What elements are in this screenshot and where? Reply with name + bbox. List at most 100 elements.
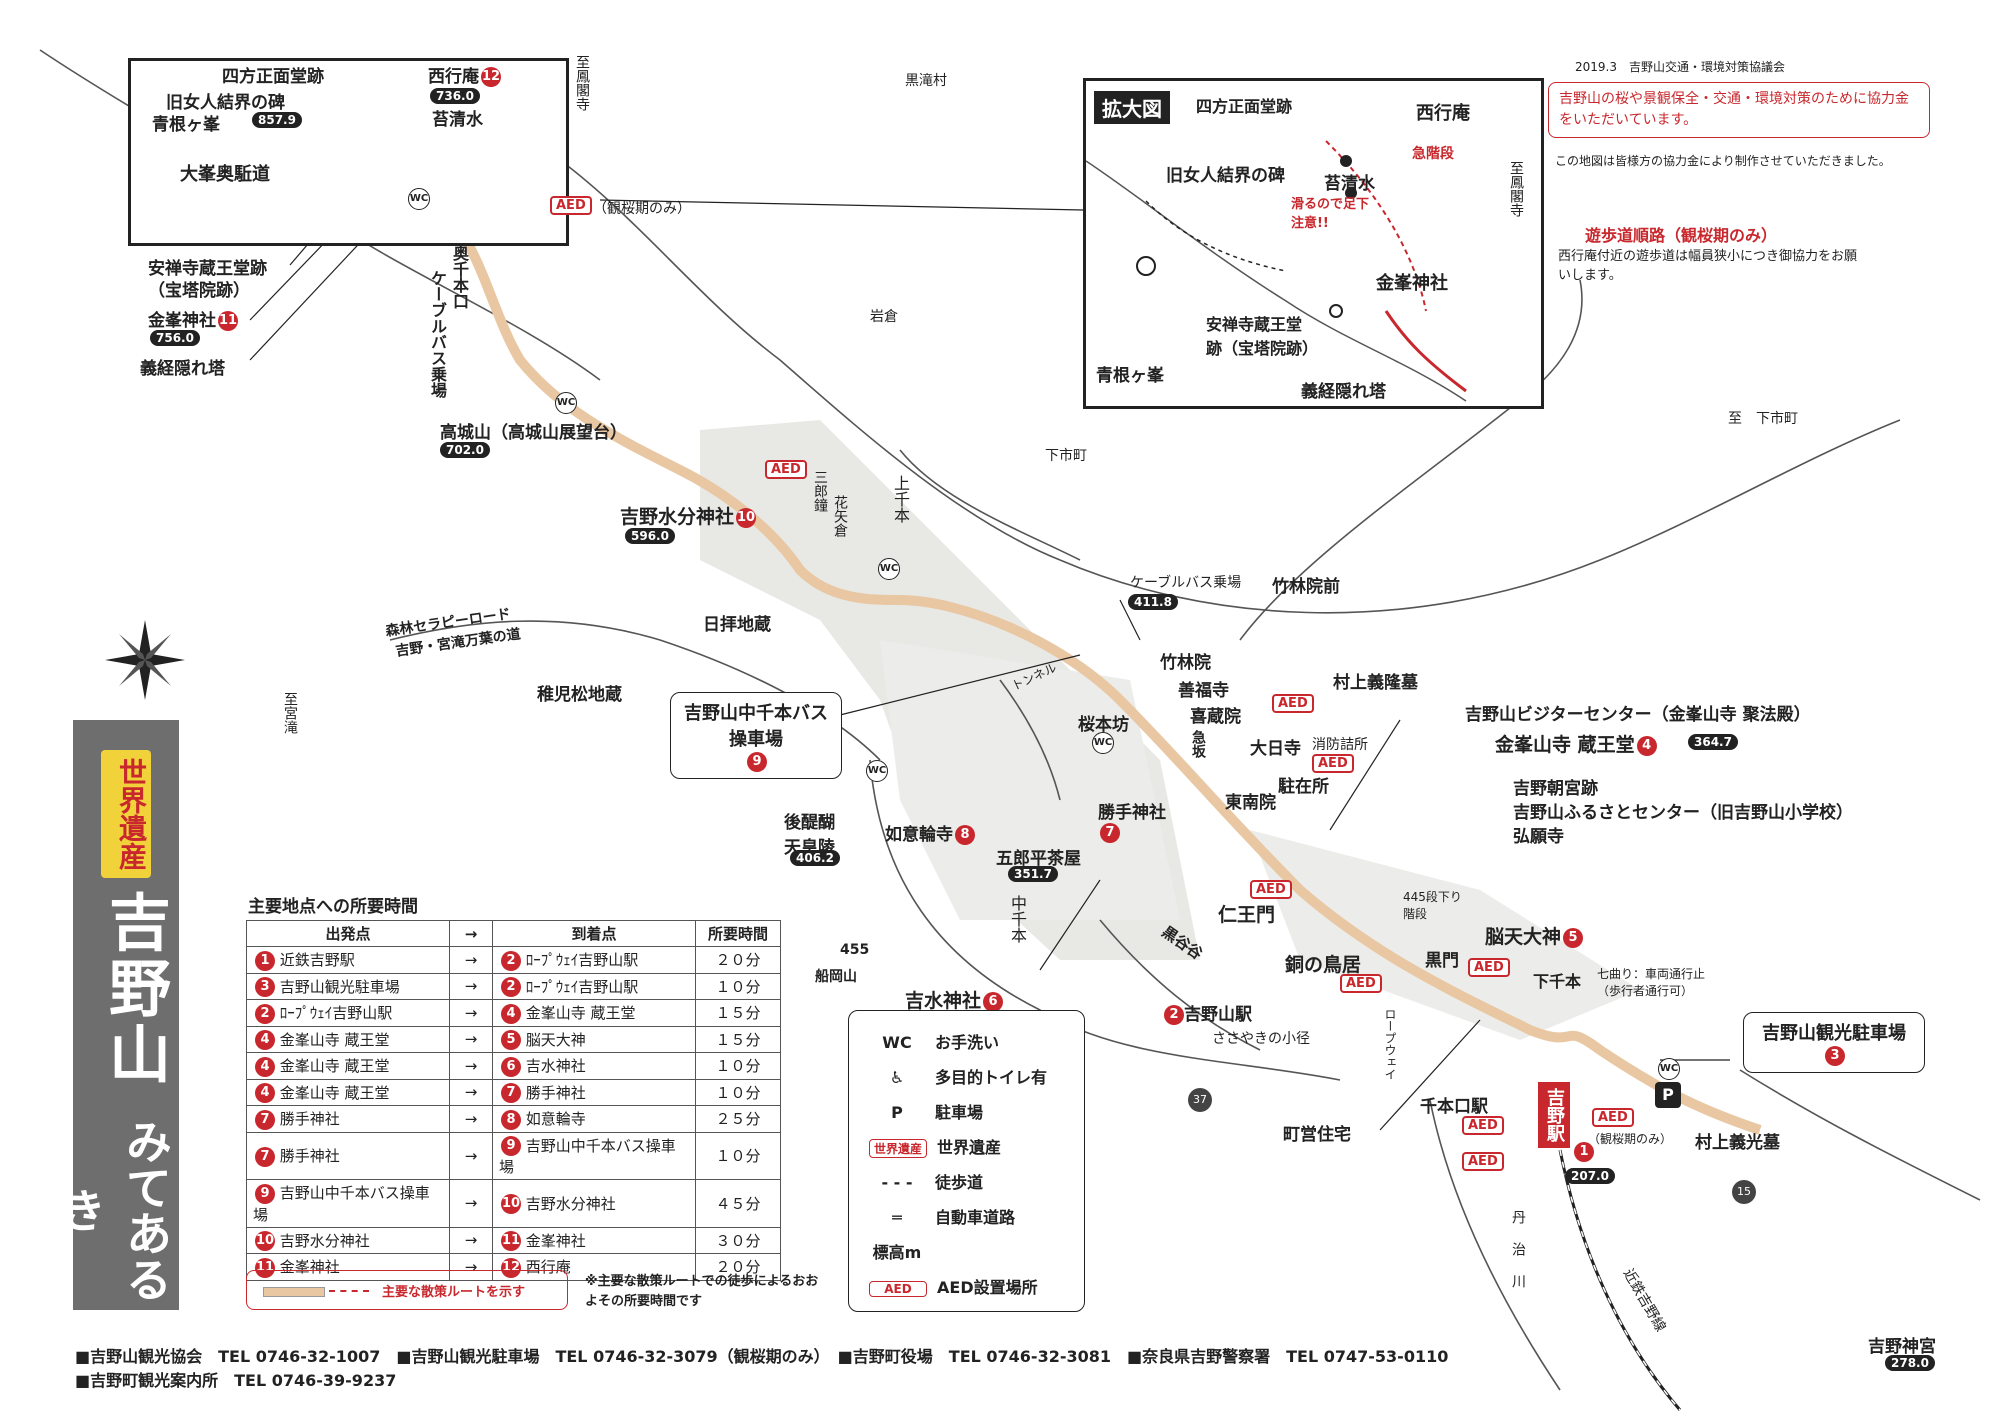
wc-nyoirin: WC bbox=[866, 760, 888, 782]
credit-line: この地図は皆様方の協力金により制作させていただきました。 bbox=[1555, 154, 1891, 168]
legend-item: - - -徒歩道 bbox=[869, 1169, 983, 1193]
label-senbonguchi: 千本口駅 bbox=[1420, 1097, 1488, 1117]
label-shobo: 消防詰所 bbox=[1312, 737, 1368, 753]
route-legend-label: 主要な散策ルートを示す bbox=[382, 1285, 526, 1300]
legend-label: 駐車場 bbox=[935, 1103, 984, 1122]
label-gugan: 弘願寺 bbox=[1513, 827, 1564, 847]
route-note-title: 遊歩道順路（観桜期のみ） bbox=[1585, 226, 1778, 245]
label-furusato: 吉野山ふるさとセンター（旧吉野山小学校） bbox=[1513, 803, 1853, 823]
cell-from: 10 吉野水分神社 bbox=[246, 1226, 450, 1254]
cell-to: 4 金峯山寺 蔵王堂 bbox=[492, 999, 696, 1027]
label-anzenji: 安禅寺蔵王堂跡 bbox=[148, 259, 267, 279]
label-chikurin-mae: 竹林院前 bbox=[1272, 577, 1340, 597]
label-sakuramoto: 桜本坊 bbox=[1078, 715, 1129, 735]
cell-time: １０分 bbox=[695, 1078, 781, 1106]
inset-map bbox=[1086, 140, 1467, 402]
cell-arrow: → bbox=[449, 972, 493, 1000]
label-cable-stop2: ケーブルバス乗場 bbox=[1130, 575, 1242, 591]
inset-label-nyonin: 旧女人結界の碑 bbox=[1166, 166, 1285, 186]
label-murakami-yoshitaka: 村上義隆墓 bbox=[1333, 673, 1418, 693]
route-note-body: 西行庵付近の遊歩道は幅員狭小につき御協力をお願いします。 bbox=[1558, 249, 1858, 283]
label-to-houkaku: 至鳳閣寺 bbox=[574, 55, 590, 111]
legend-label: お手洗い bbox=[935, 1033, 1000, 1052]
publisher-line: 2019.3 吉野山交通・環境対策協議会 bbox=[1575, 60, 1785, 74]
label-takagi: 高城山（高城山展望台） bbox=[440, 423, 627, 443]
cell-from: 11 金峯神社 bbox=[246, 1253, 450, 1281]
cell-from: 2 ﾛｰﾌﾟｳｪｲ吉野山駅 bbox=[246, 999, 450, 1027]
okusenbon-box bbox=[128, 58, 569, 246]
aed-parking-note: （観桜期のみ） bbox=[1588, 1132, 1673, 1146]
legend-item: ♿多目的トイレ有 bbox=[869, 1064, 1047, 1088]
th-arrow: → bbox=[449, 920, 493, 947]
compass-rose bbox=[105, 620, 185, 700]
cell-arrow: → bbox=[449, 1052, 493, 1080]
route-legend: 主要な散策ルートを示す bbox=[246, 1270, 568, 1310]
label-chozai: 駐在所 bbox=[1278, 777, 1329, 797]
label-aone: 青根ヶ峯 bbox=[152, 115, 220, 135]
cell-from: 4 金峯山寺 蔵王堂 bbox=[246, 1025, 450, 1053]
inset-label-shiho: 四方正面堂跡 bbox=[1196, 97, 1293, 116]
inset-label-kinpu: 金峯神社 bbox=[1376, 273, 1448, 294]
aed-okusenbon-note: （観桜期のみ） bbox=[593, 201, 691, 217]
aed-niomon: AED bbox=[1250, 880, 1292, 899]
label-ropeway: ロープウェイ bbox=[1383, 1008, 1397, 1080]
label-kyuzaka: 急坂 bbox=[1190, 730, 1206, 758]
route-15-sign: 15 bbox=[1732, 1180, 1756, 1204]
cell-to: 12 西行庵 bbox=[492, 1253, 696, 1281]
footer-line-1: ■吉野山観光協会 TEL 0746-32-1007 ■吉野山観光駐車場 TEL … bbox=[75, 1347, 1449, 1366]
label-chigomatsu: 稚児松地蔵 bbox=[537, 685, 622, 705]
inset-label-aone: 青根ヶ峯 bbox=[1096, 366, 1164, 386]
legend-key: AED bbox=[869, 1281, 927, 1297]
aed-okusenbon: AED bbox=[550, 196, 592, 215]
th-to: 到着点 bbox=[492, 920, 696, 947]
cell-arrow: → bbox=[449, 1131, 493, 1180]
aed-torii: AED bbox=[1340, 974, 1382, 993]
wc-takagi: WC bbox=[555, 392, 577, 414]
legend-key: - - - bbox=[881, 1173, 913, 1192]
cell-arrow: → bbox=[449, 1105, 493, 1133]
aed-senbonguchi: AED bbox=[1462, 1116, 1504, 1135]
title-sub: みてあるき bbox=[53, 1118, 173, 1302]
inset-label-anzenji: 安禅寺蔵王堂跡（宝塔院跡） bbox=[1206, 315, 1319, 358]
wc-sakuramoto: WC bbox=[1092, 732, 1114, 754]
footer-line-2: ■吉野町観光案内所 TEL 0746-39-9237 bbox=[75, 1371, 397, 1390]
elev-jingu: 278.0 bbox=[1885, 1355, 1935, 1371]
wc-okusenbon: WC bbox=[408, 188, 430, 210]
inset-enlarged: 拡大図 四方正面堂跡 西行庵 旧女人結界の碑 苔清水 急階段 滑るので足下注意!… bbox=[1083, 78, 1544, 409]
legend-key: ═ bbox=[892, 1208, 902, 1227]
legend-key: WC bbox=[882, 1033, 912, 1052]
cell-time: ２０分 bbox=[695, 946, 781, 974]
cell-to: 10 吉野水分神社 bbox=[492, 1179, 696, 1228]
main-route bbox=[436, 206, 1762, 1135]
label-cable-stop: ケーブルバス乗場 bbox=[428, 270, 447, 398]
cell-arrow: → bbox=[449, 1226, 493, 1254]
aed-shobo: AED bbox=[1312, 754, 1354, 773]
label-kokeshimizu: 苔清水 bbox=[432, 110, 483, 130]
inset-label-slippery: 滑るので足下注意!! bbox=[1291, 197, 1370, 231]
cell-time: １０分 bbox=[695, 1052, 781, 1080]
label-shiho: 四方正面堂跡 bbox=[222, 67, 324, 87]
label-kurokado: 黒門 bbox=[1425, 951, 1459, 971]
label-funaoka-elev: 455 bbox=[840, 942, 870, 958]
cell-to: 8 如意輪寺 bbox=[492, 1105, 696, 1133]
label-iwakura: 岩倉 bbox=[870, 309, 898, 325]
legend-item: 世界遺産世界遺産 bbox=[869, 1134, 1001, 1158]
elev-takagi: 702.0 bbox=[440, 442, 490, 458]
forest-area bbox=[1250, 830, 1640, 1040]
cell-time: １５分 bbox=[695, 1025, 781, 1053]
cell-arrow: → bbox=[449, 1078, 493, 1106]
